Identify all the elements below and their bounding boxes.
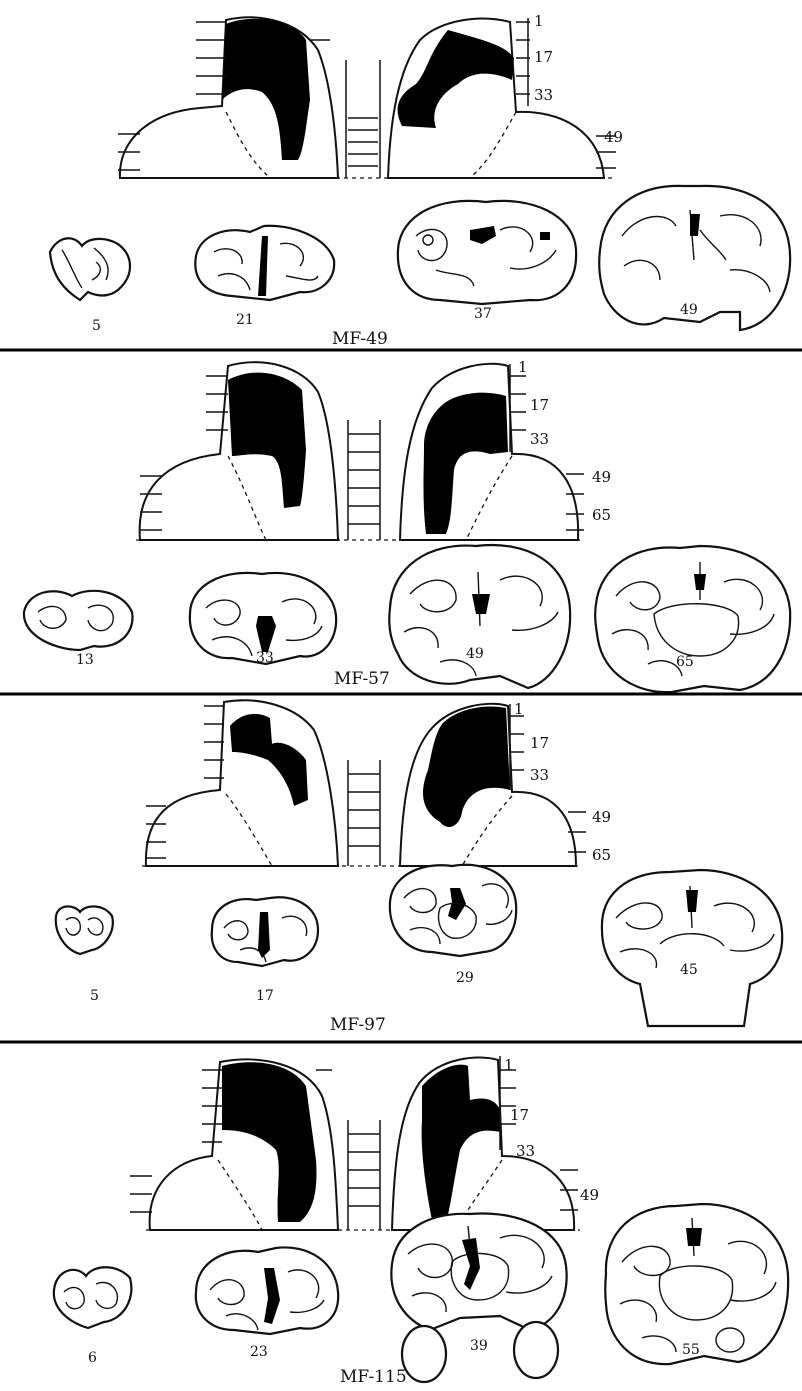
level-label: 65 [592, 846, 611, 864]
section-number: 33 [256, 650, 274, 666]
dorsal-view: 1 17 33 49 65 [142, 700, 611, 866]
level-label: 33 [530, 430, 549, 448]
section-number: 17 [256, 988, 274, 1004]
coronal-section [605, 1204, 788, 1364]
level-label: 65 [592, 506, 611, 524]
section-number: 55 [682, 1342, 700, 1358]
coronal-section [398, 201, 576, 304]
coronal-sections: 5 17 29 45 MF-97 [56, 865, 782, 1035]
section-number: 37 [474, 306, 492, 322]
coronal-section [595, 546, 790, 692]
coronal-sections: 13 33 49 65 MF-57 [24, 545, 790, 692]
coronal-section [391, 1213, 566, 1382]
midline-ladder [348, 760, 380, 866]
level-label: 33 [530, 766, 549, 784]
case-label: MF-115 [340, 1367, 407, 1386]
level-label: 33 [534, 86, 553, 104]
level-label: 49 [592, 808, 611, 826]
level-label: 1 [534, 12, 544, 30]
section-number: 23 [250, 1344, 268, 1360]
midline-ladder [346, 60, 380, 178]
section-number: 5 [90, 988, 99, 1004]
case-label: MF-49 [332, 329, 388, 349]
section-number: 49 [680, 302, 698, 318]
section-number: 49 [466, 646, 484, 662]
dorsal-view: 1 17 33 49 65 [136, 358, 611, 540]
level-label: 17 [530, 734, 549, 752]
coronal-section [56, 906, 113, 954]
section-number: 39 [470, 1338, 488, 1354]
coronal-section [196, 1247, 338, 1334]
level-label: 49 [604, 128, 623, 146]
midline-ladder [348, 420, 380, 540]
coronal-sections: 5 21 37 49 MF-49 [50, 186, 790, 349]
coronal-section [390, 865, 516, 956]
level-label: 1 [518, 358, 528, 376]
section-number: 13 [76, 652, 94, 668]
panel-mf-115: 1 17 33 49 [54, 1056, 788, 1386]
case-label: MF-97 [330, 1015, 386, 1035]
level-label: 17 [534, 48, 553, 66]
coronal-section [24, 591, 133, 650]
dorsal-view: 1 17 33 49 [130, 1056, 599, 1230]
coronal-section [389, 545, 570, 688]
coronal-section [50, 238, 130, 300]
coronal-section [212, 897, 318, 966]
level-label: 17 [510, 1106, 529, 1124]
level-label: 33 [516, 1142, 535, 1160]
panel-mf-49: 1 17 33 49 [50, 12, 790, 349]
case-label: MF-57 [334, 669, 390, 689]
section-number: 45 [680, 962, 698, 978]
section-number: 5 [92, 318, 101, 334]
section-number: 6 [88, 1350, 97, 1366]
midline-ladder [348, 1120, 380, 1230]
level-label: 49 [592, 468, 611, 486]
coronal-section [602, 870, 782, 1026]
panel-mf-97: 1 17 33 49 65 [56, 700, 782, 1035]
section-number: 65 [676, 654, 694, 670]
section-number: 29 [456, 970, 474, 986]
dorsal-view: 1 17 33 49 [118, 12, 623, 178]
section-number: 21 [236, 312, 254, 328]
coronal-section [54, 1267, 132, 1328]
coronal-sections: 6 23 39 55 MF-115 [54, 1204, 788, 1386]
level-label: 17 [530, 396, 549, 414]
panel-mf-57: 1 17 33 49 65 [24, 358, 790, 692]
level-label: 1 [504, 1056, 514, 1074]
level-label: 1 [514, 700, 524, 718]
coronal-section [195, 226, 334, 300]
level-label: 49 [580, 1186, 599, 1204]
